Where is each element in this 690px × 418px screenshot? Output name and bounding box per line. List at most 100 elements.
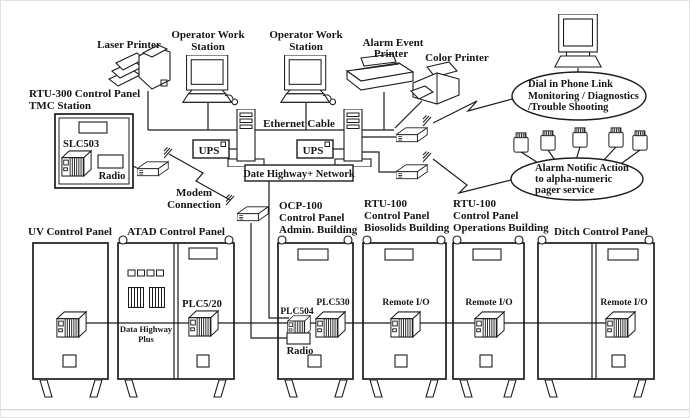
- dial-lightning-link: [432, 97, 517, 124]
- ups-2: [296, 139, 334, 159]
- pager-service-cloud: [510, 157, 644, 201]
- panel-ocp-label-line2: Control Panel: [279, 212, 345, 224]
- network-to-plc504-drop: [268, 181, 289, 319]
- ups-1-box: [192, 139, 230, 159]
- plc504-label: PLC504: [280, 307, 314, 317]
- modem-lightning-link: [168, 153, 231, 201]
- workstation1-label-line2: Station: [191, 41, 225, 53]
- panel-biosolids-internals: [384, 248, 421, 368]
- rtu300-inner-box: [58, 117, 130, 185]
- panel-ocp-label-line1: OCP-100: [279, 200, 323, 212]
- network-label-box: [244, 164, 354, 182]
- color-printer-label: Color Printer: [425, 52, 489, 64]
- panel-biosolids-label-line2: Control Panel: [364, 210, 430, 222]
- ethernet-cable-label: Ethernet Cable: [263, 118, 335, 130]
- biosolids-switch: [394, 354, 408, 368]
- atad-switch: [196, 354, 210, 368]
- pager-icon-3: [572, 127, 588, 148]
- atad-bus-label-line1: Data Highway: [120, 324, 173, 334]
- atad-display: [188, 247, 218, 260]
- plc504-icon: [287, 315, 311, 336]
- plc530-label: PLC530: [316, 298, 350, 308]
- panel-uv-label: UV Control Panel: [28, 226, 112, 238]
- biosolids-remote-io-icon: [390, 311, 421, 338]
- panel-atad-label: ATAD Control Panel: [127, 226, 225, 238]
- ups2-label: UPS: [303, 145, 324, 157]
- pager-icon-5: [632, 130, 648, 151]
- alarm-printer-label-line2: Printer: [374, 48, 408, 60]
- pager-cloud-line3: pager service: [535, 185, 594, 196]
- panel-atad-divider: [173, 243, 179, 379]
- panel-operations-label-line1: RTU-100: [453, 198, 497, 210]
- modem-connection-label-line1: Modem: [176, 187, 212, 199]
- color-printer-icon: [409, 61, 460, 105]
- laser-printer-icon: [107, 44, 171, 90]
- biosolids-display: [384, 248, 414, 261]
- biosolids-remote-io-label: Remote I/O: [382, 298, 429, 308]
- uv-switch: [62, 354, 77, 368]
- panel-ditch-label: Ditch Control Panel: [554, 226, 648, 238]
- modem-connection-label-line2: Connection: [167, 199, 221, 211]
- ups-1-led: [220, 141, 226, 147]
- panel-ditch-divider: [591, 243, 597, 379]
- alarm-printer-label-line1: Alarm Event: [363, 37, 424, 49]
- atad-module-2: [149, 287, 165, 308]
- tower-modem4-link: [362, 151, 396, 173]
- dial-cloud-line2: Monitoring / Diagnostics: [528, 91, 639, 102]
- ocp-radio-label: Radio: [287, 346, 314, 357]
- plc520-label: PLC5/20: [182, 299, 222, 310]
- ocp-switch: [307, 354, 322, 368]
- network-box-label: Date Highway+ Network: [243, 169, 355, 180]
- rtu300-cabinet: [54, 113, 134, 189]
- panel-ocp-internals: [286, 248, 346, 368]
- panel-biosolids-label-line3: Biosolids Building: [364, 222, 450, 234]
- rtu300-radio-box: [97, 154, 124, 169]
- rtu300-label-line1: RTU-300 Control Panel: [29, 88, 140, 100]
- ditch-remote-io-label: Remote I/O: [600, 298, 647, 308]
- plc530-icon: [315, 311, 346, 338]
- operations-remote-io-label: Remote I/O: [465, 298, 512, 308]
- operations-display: [472, 248, 502, 261]
- plc520-icon: [188, 310, 219, 337]
- pager-cloud-line2: to alpha-numeric: [535, 174, 613, 185]
- rtu300-radio-label: Radio: [99, 171, 126, 182]
- ditch-display: [607, 248, 639, 261]
- dial-cloud-line1: Dial in Phone Link: [528, 79, 613, 90]
- slc503-label: SLC503: [63, 139, 99, 150]
- laser-printer-label: Laser Printer: [97, 39, 161, 51]
- atad-module-1: [128, 287, 144, 308]
- ups-2-box: [296, 139, 334, 159]
- panel-corner-bolts: [118, 235, 654, 245]
- ocp-radio-box: [286, 332, 311, 345]
- ditch-remote-io-icon: [605, 311, 636, 338]
- panel-operations-label-line3: Operations Building: [453, 222, 549, 234]
- ocp-display: [297, 248, 329, 261]
- photo-edge-line: [1, 409, 689, 411]
- rtu300-display: [78, 121, 108, 134]
- ups-1: [192, 139, 230, 159]
- workstation2-label-line1: Operator Work: [269, 29, 343, 41]
- panel-uv-internals: [56, 311, 87, 368]
- workstation2-label-line2: Station: [289, 41, 323, 53]
- dial-phone-cloud: [511, 71, 647, 121]
- panel-ditch-internals: [605, 248, 639, 368]
- control-panels: [32, 235, 655, 398]
- panel-atad-internals: [127, 247, 219, 368]
- alarm-event-printer-icon: [345, 53, 415, 91]
- rtu300-label-line2: TMC Station: [29, 100, 91, 112]
- ditch-switch: [611, 354, 626, 368]
- pager-icon-4: [608, 127, 624, 148]
- ups1-label: UPS: [199, 145, 220, 157]
- operations-remote-io-icon: [474, 311, 505, 338]
- modem-to-radio-drop: [250, 223, 288, 339]
- operations-switch: [479, 354, 493, 368]
- dial-cloud-line3: /Trouble Shooting: [527, 102, 609, 113]
- ups-2-led: [324, 141, 330, 147]
- slc503-plc-icon: [61, 150, 92, 177]
- panel-biosolids-label-line1: RTU-100: [364, 198, 408, 210]
- diagram-labels: Laser Printer Operator Work Station Oper…: [28, 29, 648, 357]
- panel-ocp-label-line3: Admin. Building: [279, 224, 358, 236]
- pager-lightning-link: [432, 158, 516, 195]
